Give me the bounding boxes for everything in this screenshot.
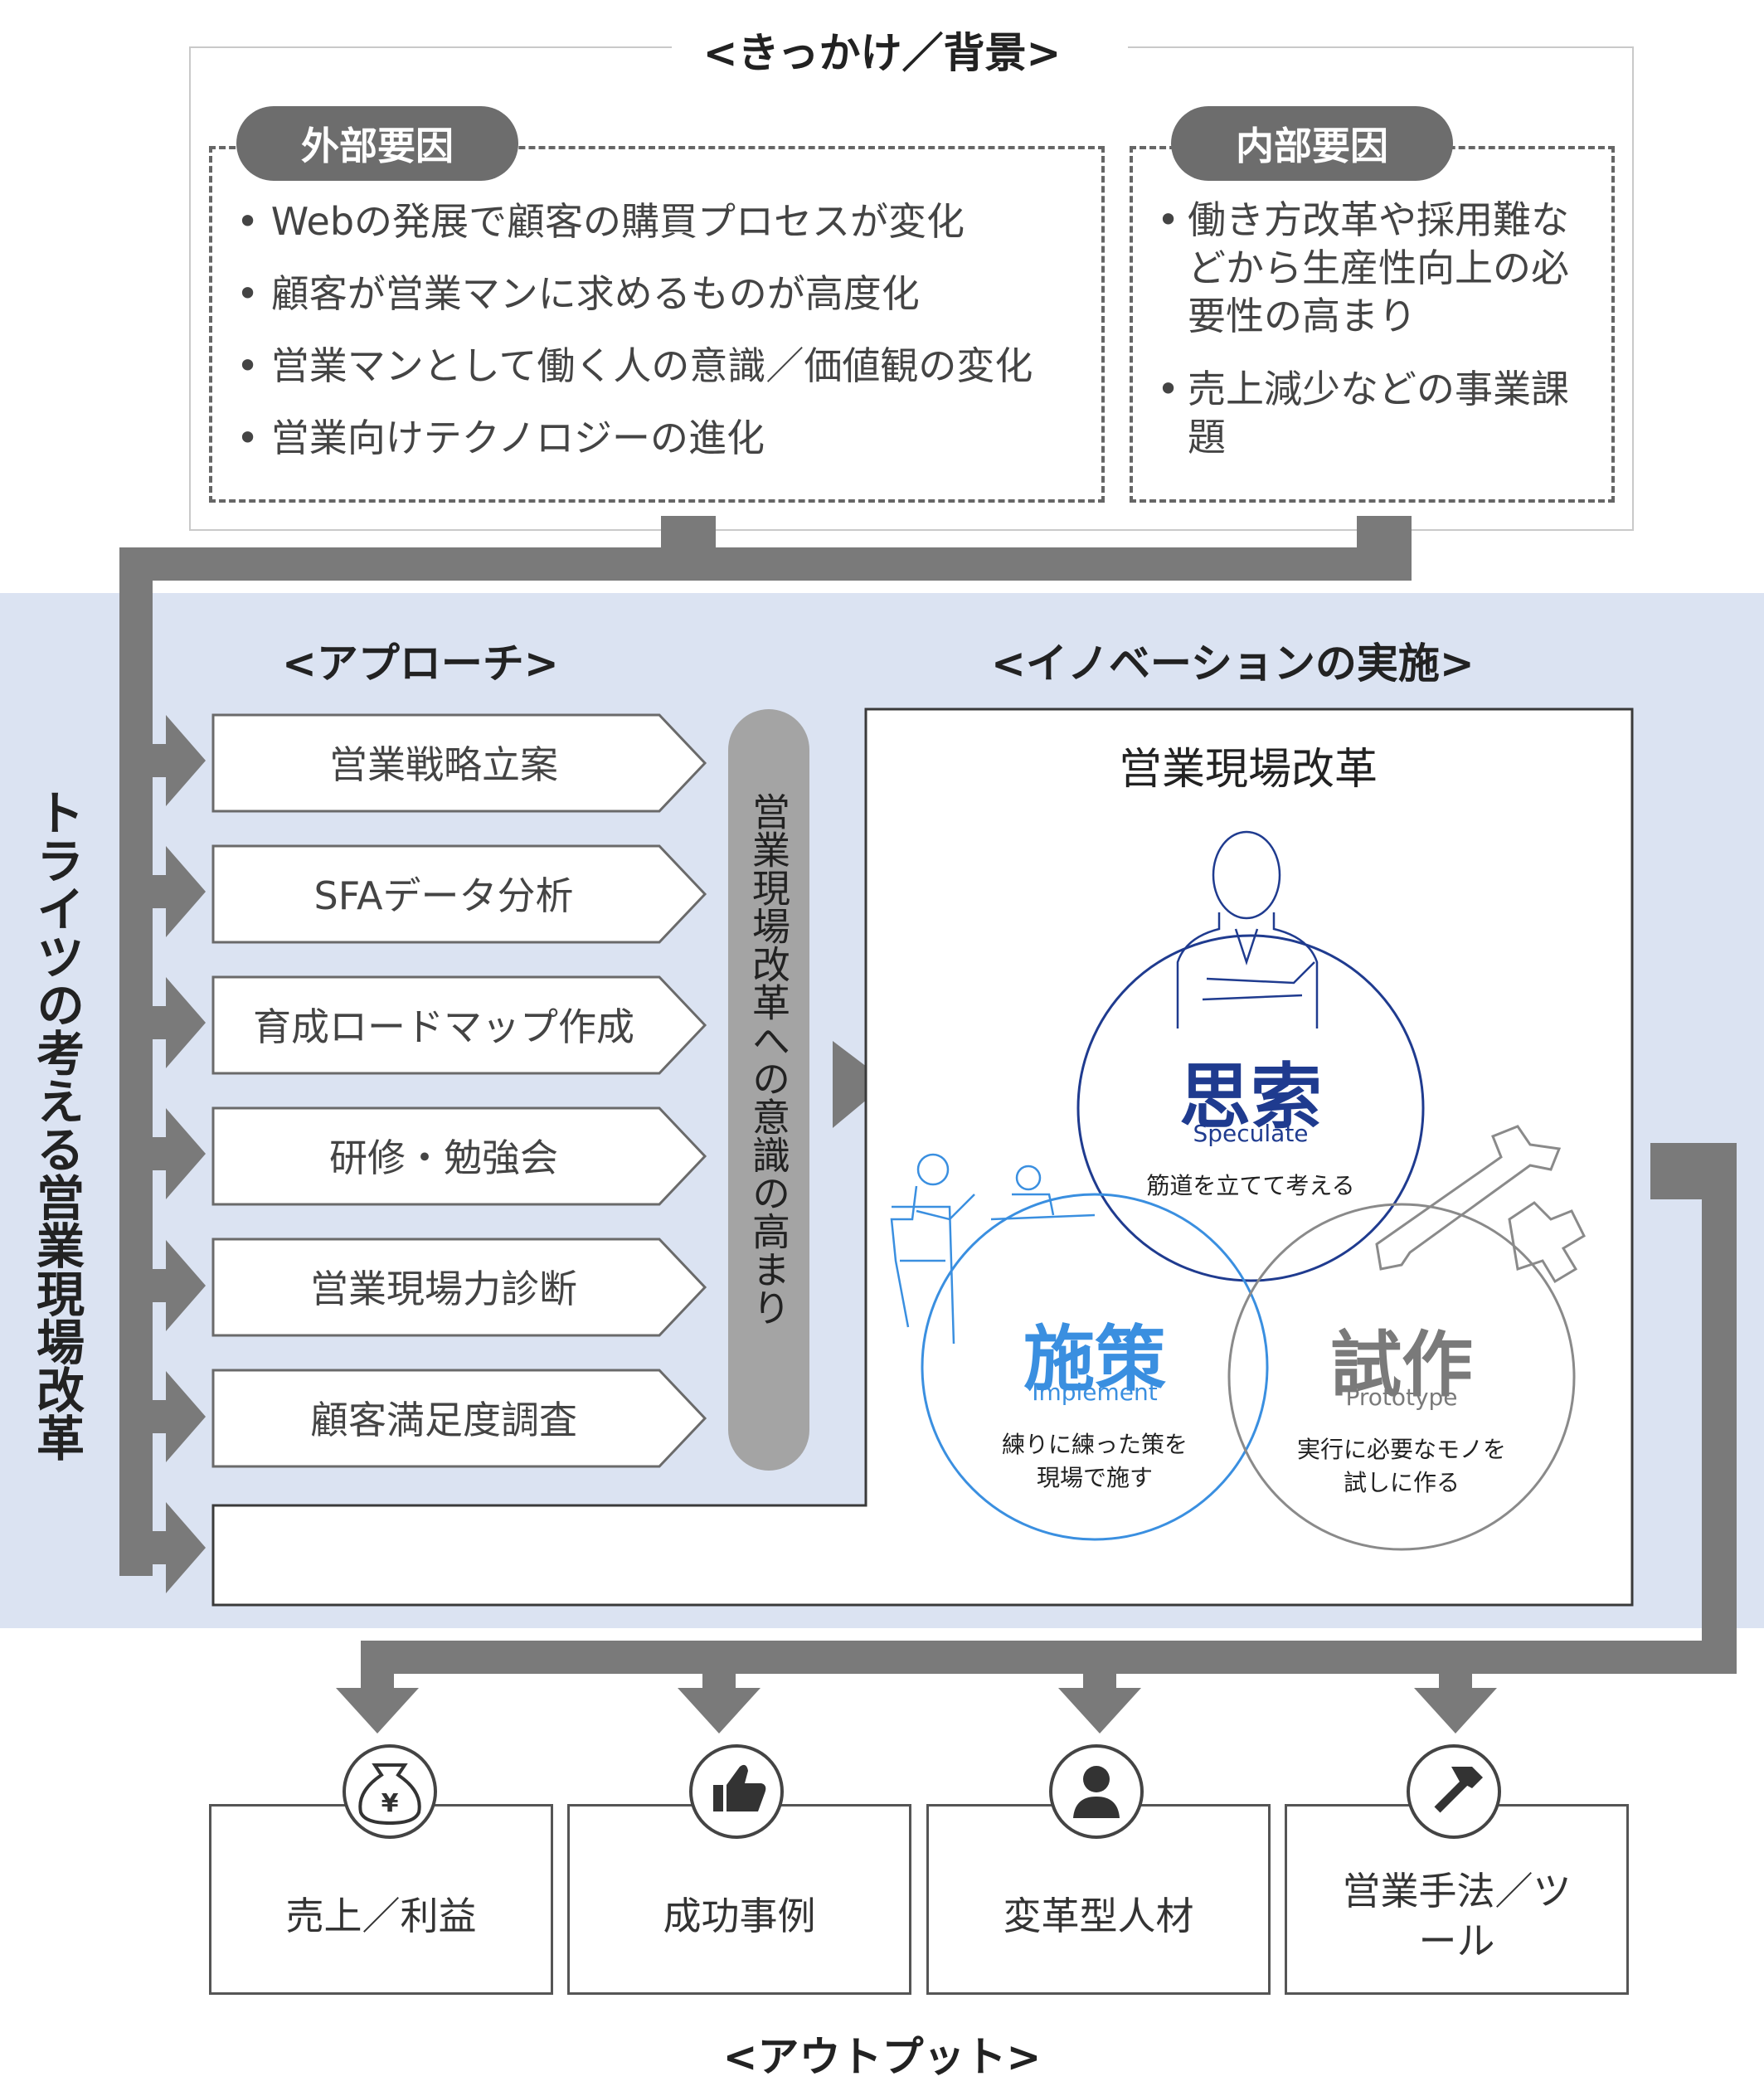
implement-en: Implement: [1032, 1379, 1158, 1406]
external-item: • 顧客が営業マンに求めるものが高度化: [236, 271, 920, 316]
approach-item-label: 営業現場力診断: [310, 1267, 577, 1311]
thinking-person-icon: [1176, 830, 1319, 1028]
innovation-title: <イノベーションの実施>: [991, 639, 1475, 688]
approach-item-label: 顧客満足度調査: [310, 1398, 577, 1442]
external-item: • Webの発展で顧客の購買プロセスが変化: [236, 199, 965, 244]
implement-desc: 練りに練った策を: [1001, 1431, 1188, 1458]
external-item: • 営業向けテクノロジーの進化: [236, 416, 765, 460]
approach-item-shape: [211, 844, 707, 944]
speculate-en: Speculate: [1193, 1120, 1309, 1147]
side-title: トライツの考える営業現場改革: [28, 788, 85, 1461]
wrench-icon: [1375, 1125, 1586, 1284]
output-label: 変革型人材: [1003, 1894, 1194, 1938]
output-title: <アウトプット>: [722, 2033, 1042, 2081]
external-item-text: 営業向けテクノロジーの進化: [270, 416, 765, 460]
title-gap: [672, 33, 1128, 61]
meeting-people-icon: [890, 1153, 1096, 1345]
approach-item: 研修・勉強会: [211, 1106, 709, 1206]
awareness-pill-label: 営業現場改革への意識の高まり: [746, 792, 791, 1326]
approach-item: 営業戦略立案: [211, 713, 709, 813]
external-factors-badge: 外部要因: [236, 106, 518, 181]
innovation-box-title: 営業現場改革: [1118, 745, 1378, 795]
prototype-circle: [1227, 1203, 1576, 1551]
external-item: • 営業マンとして働く人の意識／価値観の変化: [236, 343, 1033, 388]
approach-item: SFAデータ分析: [211, 844, 709, 944]
speculate-desc: 筋道を立てて考える: [1146, 1172, 1355, 1199]
approach-title: <アプローチ>: [282, 639, 559, 688]
approach-item: 顧客満足度調査: [211, 1369, 709, 1468]
approach-item-shape: [211, 1106, 707, 1206]
output-label: 営業手法／ツール: [1342, 1869, 1572, 1963]
output-label: 売上／利益: [285, 1894, 477, 1938]
implement-circle: [921, 1193, 1269, 1541]
approach-item-shape: [211, 1238, 707, 1337]
internal-item-text: 働き方改革や採用難などから生産性向上の必要性の高まり: [1188, 197, 1569, 338]
person-icon: [1049, 1744, 1144, 1839]
money-bag-icon: ¥: [343, 1744, 437, 1839]
external-item-text: 営業マンとして働く人の意識／価値観の変化: [270, 343, 1033, 388]
output-label: 成功事例: [663, 1894, 816, 1938]
speculate-circle: [1076, 934, 1425, 1282]
approach-item: 営業現場力診断: [211, 1238, 709, 1337]
prototype-en: Prototype: [1345, 1383, 1458, 1411]
approach-item-shape: [211, 713, 707, 813]
approach-item-label: 研修・勉強会: [329, 1135, 558, 1180]
yen-symbol: ¥: [381, 1789, 399, 1818]
implement-desc: 現場で施す: [1036, 1464, 1153, 1491]
implement-title: 施策: [1023, 1318, 1166, 1401]
external-item-text: 顧客が営業マンに求めるものが高度化: [270, 271, 920, 316]
internal-item: •: [1157, 197, 1180, 242]
approach-item-shape: [211, 975, 707, 1075]
approach-item-label: 育成ロードマップ作成: [253, 1004, 634, 1049]
approach-item: 育成ロードマップ作成: [211, 975, 709, 1075]
hammer-icon: [1407, 1744, 1501, 1839]
internal-item: •: [1157, 367, 1180, 411]
external-item-text: Webの発展で顧客の購買プロセスが変化: [270, 199, 965, 244]
prototype-desc: 実行に必要なモノを: [1296, 1436, 1506, 1463]
approach-item-shape: [211, 1369, 707, 1468]
approach-item-label: SFAデータ分析: [313, 873, 574, 918]
thumbs-up-icon: [689, 1744, 784, 1839]
prototype-desc: 試しに作る: [1343, 1469, 1460, 1496]
internal-factors-badge: 内部要因: [1171, 106, 1453, 181]
background-title-front: <きっかけ／背景>: [702, 29, 1062, 77]
external-factors-box: [209, 146, 1105, 503]
speculate-title: 思索: [1179, 1056, 1322, 1139]
approach-item-label: 営業戦略立案: [329, 742, 558, 787]
awareness-pill: [728, 709, 809, 1471]
prototype-title: 試作: [1330, 1324, 1473, 1407]
internal-item-text: 売上減少などの事業課題: [1188, 367, 1569, 460]
